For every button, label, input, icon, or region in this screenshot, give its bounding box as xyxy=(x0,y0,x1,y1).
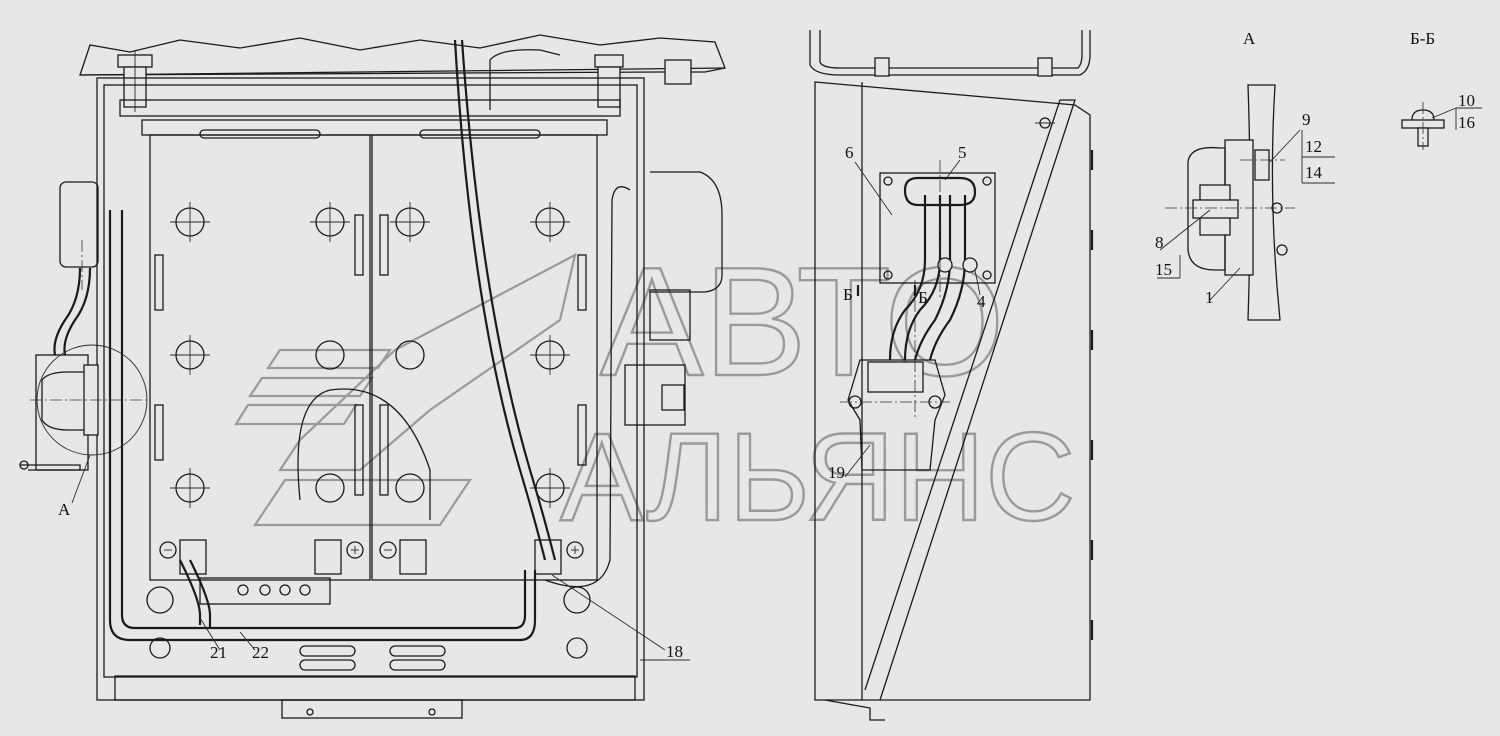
battery-left xyxy=(149,134,371,581)
callout-16: 16 xyxy=(1458,113,1475,132)
side-connector xyxy=(624,364,686,426)
detail-view-a xyxy=(1165,84,1295,321)
bar-holes xyxy=(237,584,311,596)
callout-8: 8 xyxy=(1155,233,1164,252)
callout-5: 5 xyxy=(958,143,967,162)
top-cover xyxy=(79,34,726,76)
callout-12: 12 xyxy=(1305,137,1322,156)
side-body xyxy=(814,81,1091,701)
section-bb-detail xyxy=(1401,102,1482,150)
callout-leaders-side xyxy=(844,159,981,478)
left-box xyxy=(59,181,99,268)
left-cable xyxy=(53,267,82,356)
side-box xyxy=(650,171,723,293)
watermark-chevron xyxy=(234,252,577,527)
battery-slots xyxy=(154,214,587,496)
connector-head xyxy=(867,361,924,393)
side-view xyxy=(809,30,1094,721)
box-screw xyxy=(883,176,893,186)
callout-leaders-front xyxy=(71,454,690,661)
detail-clamp xyxy=(1187,146,1226,271)
side-top-bracket xyxy=(809,30,1091,76)
side-fitting xyxy=(649,289,691,341)
cover-bolt-right xyxy=(594,54,692,108)
wire-loop xyxy=(489,49,561,110)
leader-line xyxy=(1431,107,1457,119)
bottom-bar xyxy=(199,577,331,605)
box-screw xyxy=(883,270,893,280)
cable-gland xyxy=(962,257,978,273)
callout-18: 18 xyxy=(666,642,683,661)
box-screw xyxy=(982,176,992,186)
vent-slots xyxy=(299,645,446,671)
callout-21: 21 xyxy=(210,643,227,662)
side-bottom-tab xyxy=(824,699,885,721)
detail-nut xyxy=(1276,244,1288,256)
view-a-title: А xyxy=(1243,29,1256,48)
cable-b xyxy=(913,195,952,361)
section-mark-b-left: Б xyxy=(843,285,853,304)
callout-22: 22 xyxy=(252,643,269,662)
wire-harness xyxy=(453,39,547,561)
callout-14: 14 xyxy=(1305,163,1323,182)
mounting-holes xyxy=(146,586,591,659)
top-rail xyxy=(119,99,621,117)
watermark-text-alyans: АЛЬЯНС xyxy=(560,408,1075,547)
wire-side xyxy=(544,186,631,588)
box-screw xyxy=(982,270,992,280)
section-bb-title: Б-Б xyxy=(1410,29,1435,48)
callout-10: 10 xyxy=(1458,91,1475,110)
cable-a2 xyxy=(903,195,942,361)
detail-screw xyxy=(1254,149,1270,181)
cable-loop-5 xyxy=(903,176,977,207)
left-cable-2 xyxy=(63,267,92,356)
section-mark-b-right: Б xyxy=(918,288,928,307)
left-clamp xyxy=(41,371,91,431)
cable-gland xyxy=(937,257,953,273)
bracket-hole xyxy=(19,460,29,470)
watermark-logo: АВТО АЛЬЯНС xyxy=(234,234,1077,548)
callout-1: 1 xyxy=(1205,288,1214,307)
wire-jumper xyxy=(297,388,431,520)
inner-frame xyxy=(103,84,638,678)
detail-bolt xyxy=(1192,199,1239,219)
side-strap xyxy=(864,99,1076,701)
wire-harness-2 xyxy=(460,39,557,561)
cable-b2 xyxy=(928,195,967,361)
callout-a: А xyxy=(58,500,71,519)
callout-19: 19 xyxy=(828,463,845,482)
foot-hole xyxy=(306,708,314,716)
front-view xyxy=(19,34,726,719)
callout-4: 4 xyxy=(977,292,986,311)
cable-21 xyxy=(179,559,202,625)
foot-hole xyxy=(428,708,436,716)
bottom-rail xyxy=(114,675,636,701)
battery-top-strap xyxy=(141,119,608,136)
callout-6: 6 xyxy=(845,143,854,162)
cable-21-inner xyxy=(189,559,212,628)
cable-22 xyxy=(108,210,537,642)
callout-9: 9 xyxy=(1302,110,1311,129)
callout-leaders-a xyxy=(1157,129,1335,301)
side-bolt xyxy=(1037,57,1053,77)
side-top-bracket-inner xyxy=(819,30,1083,69)
cable-22-inner xyxy=(120,210,527,630)
cable-a xyxy=(888,195,927,361)
left-bracket xyxy=(20,464,81,471)
connector-cap xyxy=(661,384,685,411)
battery-handle xyxy=(419,129,541,139)
callout-15: 15 xyxy=(1155,260,1172,279)
side-bolt xyxy=(874,57,890,77)
cover-bolt-left xyxy=(117,50,153,112)
battery-handle xyxy=(199,129,321,139)
bottom-foot xyxy=(281,699,463,719)
